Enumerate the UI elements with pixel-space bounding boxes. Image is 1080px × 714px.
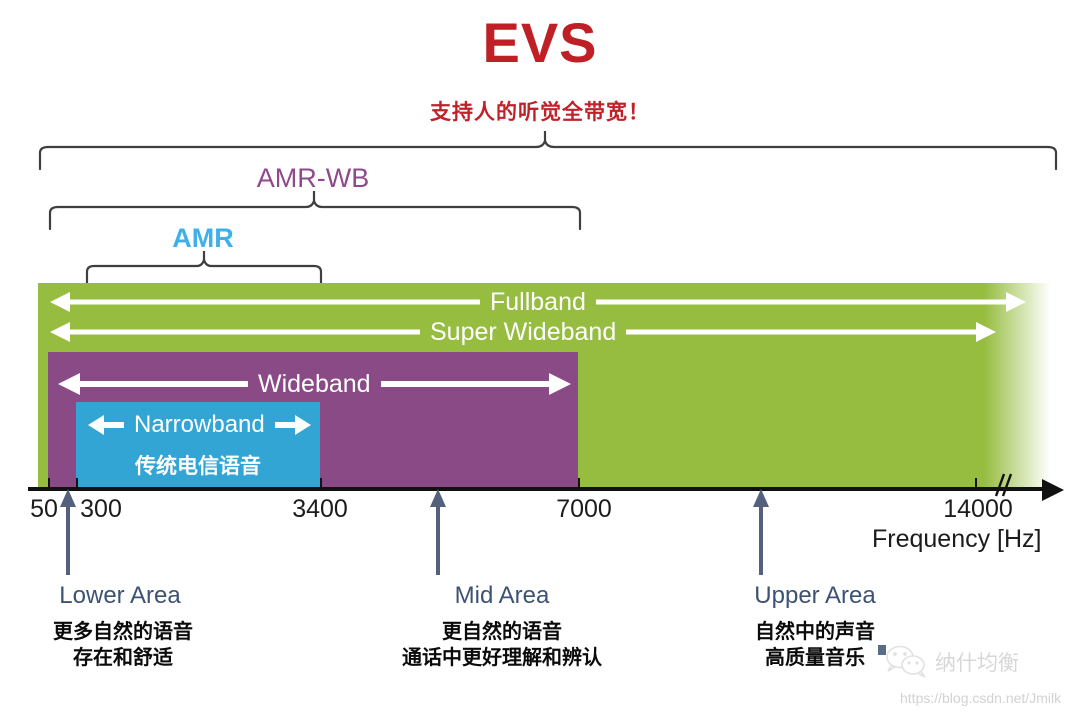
brace-label-amr-wb: AMR-WB	[256, 163, 370, 193]
brace-amr	[85, 251, 325, 289]
axis-value-14000: 14000	[943, 495, 1013, 523]
axis-value-50: 50	[30, 495, 58, 523]
callout-label-lower-area: Lower Area	[59, 582, 181, 609]
watermark-name: 纳什均衡	[935, 652, 1019, 675]
watermark-marker	[878, 645, 886, 655]
band-label-narrowband: Narrowband	[134, 411, 265, 438]
watermark: 纳什均衡	[885, 645, 1019, 679]
axis-tick-3400	[320, 478, 322, 487]
callout-arrow-upper-area	[752, 489, 770, 575]
brace-evs	[38, 131, 1058, 171]
watermark-url: https://blog.csdn.net/Jmilk	[900, 690, 1062, 706]
callout-desc-upper-area: 自然中的声音 高质量音乐	[755, 620, 875, 671]
axis-tick-50	[48, 478, 50, 487]
band-sublabel-narrowband: 传统电信语音	[135, 455, 261, 478]
axis-tick-7000	[578, 478, 580, 487]
axis-value-3400: 3400	[292, 495, 348, 523]
callout-desc-mid-area-line2: 通话中更好理解和辨认	[402, 646, 602, 669]
axis-arrow-icon	[1040, 479, 1064, 501]
band-arrow-fullband: Fullband	[50, 288, 1042, 316]
band-label-fullband: Fullband	[490, 287, 586, 316]
axis-value-7000: 7000	[556, 495, 612, 523]
callout-desc-mid-area: 更自然的语音 通话中更好理解和辨认	[402, 620, 602, 671]
brace-label-amr: AMR	[172, 223, 234, 253]
axis-value-300: 300	[80, 495, 122, 523]
callout-desc-lower-area-line2: 存在和舒适	[73, 646, 173, 669]
band-arrow-super-wideband: Super Wideband	[50, 317, 997, 346]
callout-label-mid-area: Mid Area	[454, 582, 550, 609]
band-label-super-wideband: Super Wideband	[430, 317, 617, 346]
callout-desc-upper-area-line1: 自然中的声音	[755, 621, 875, 643]
callout-desc-mid-area-line1: 更自然的语音	[442, 621, 562, 643]
callout-arrow-mid-area	[429, 489, 447, 575]
axis-tick-300	[76, 478, 78, 487]
callout-desc-lower-area-line1: 更多自然的语音	[53, 621, 193, 643]
band-narrowband-blue: Narrowband 传统电信语音	[76, 402, 320, 488]
band-label-wideband: Wideband	[258, 369, 371, 398]
wechat-icon	[885, 645, 929, 679]
band-arrow-wideband: Wideband	[58, 369, 571, 398]
page-subtitle: 支持人的听觉全带宽！	[430, 101, 650, 124]
frequency-axis-line	[28, 487, 1048, 491]
axis-tick-14000	[975, 478, 977, 487]
callout-desc-lower-area: 更多自然的语音 存在和舒适	[53, 620, 193, 671]
axis-title: Frequency [Hz]	[872, 525, 1042, 553]
brace-amr-wb	[48, 191, 582, 231]
callout-desc-upper-area-line2: 高质量音乐	[765, 646, 865, 669]
axis-break-icon	[990, 470, 1016, 498]
page-title: EVS	[482, 11, 598, 74]
callout-label-upper-area: Upper Area	[754, 582, 876, 609]
band-arrow-narrowband: Narrowband	[88, 411, 311, 438]
callout-arrow-lower-area	[59, 489, 77, 575]
